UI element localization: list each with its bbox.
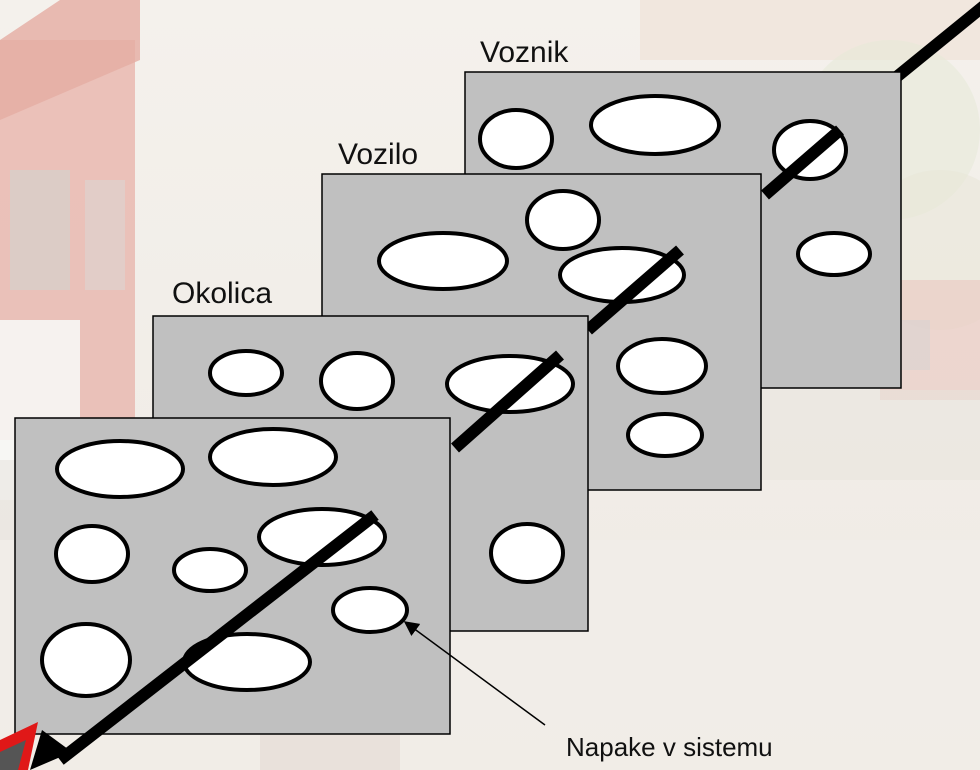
- hole: [54, 524, 130, 584]
- hole: [257, 507, 387, 567]
- hazard-trajectory-segment: [761, 125, 844, 200]
- layer-label-voznik: Voznik: [480, 36, 569, 69]
- hole: [208, 349, 284, 397]
- hole: [331, 586, 409, 634]
- layer-label-okolica: Okolica: [172, 277, 273, 310]
- hole: [626, 412, 704, 458]
- accident-mark-inner: [0, 740, 26, 770]
- hazard-trajectory-segment: [584, 245, 684, 335]
- hazard-arrowhead: [30, 730, 72, 770]
- hole: [796, 231, 872, 277]
- hole: [172, 547, 248, 593]
- hole: [208, 427, 338, 487]
- hole: [478, 108, 554, 170]
- annotation-text: Napake v sistemu: [566, 732, 773, 762]
- hole: [55, 439, 185, 499]
- hole: [616, 337, 708, 395]
- hole: [40, 622, 132, 698]
- layer-label-vozilo: Vozilo: [338, 138, 419, 171]
- hole: [525, 189, 601, 251]
- hole: [377, 231, 509, 291]
- annotation-pointer-line: [403, 621, 546, 726]
- layer-front: [14, 417, 565, 770]
- hazard-trajectory-front: [56, 510, 379, 765]
- hole: [319, 351, 395, 411]
- hole: [489, 522, 565, 584]
- hole: [589, 94, 721, 156]
- hazard-trajectory-segment: [451, 350, 564, 453]
